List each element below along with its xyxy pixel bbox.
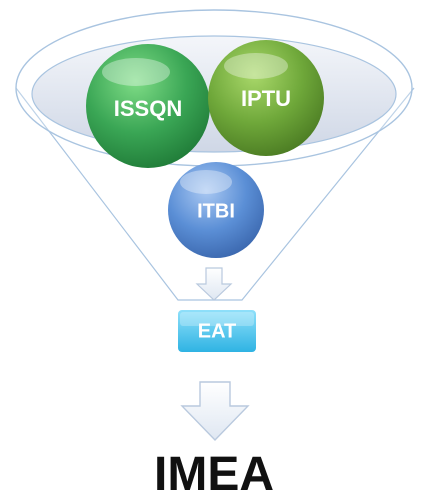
itbi-label: ITBI — [197, 200, 235, 222]
iptu-circle: IPTU — [208, 40, 324, 156]
arrow-down-small-icon — [195, 267, 233, 301]
itbi-circle: ITBI — [168, 162, 264, 258]
issqn-label: ISSQN — [114, 96, 182, 121]
arrow-down-large-icon — [180, 381, 250, 442]
eat-label: EAT — [198, 320, 237, 342]
eat-box: EAT — [178, 310, 256, 352]
funnel-body — [15, 87, 415, 301]
issqn-circle: ISSQN — [86, 44, 210, 168]
iptu-label: IPTU — [241, 86, 291, 111]
result-label: IMEA — [154, 448, 274, 499]
